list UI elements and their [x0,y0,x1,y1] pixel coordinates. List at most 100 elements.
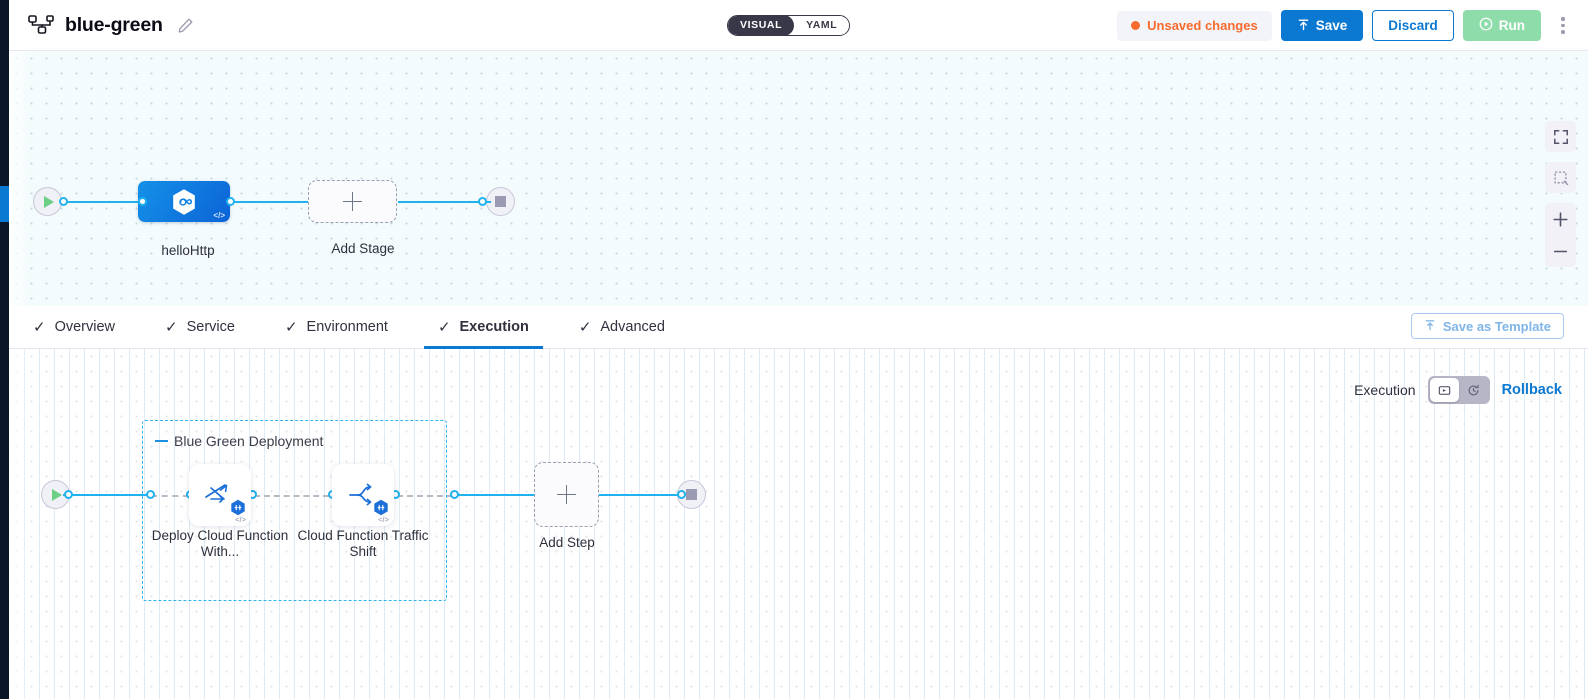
connector-start-to-group [63,494,149,496]
header-actions: Unsaved changes Save Discard [1117,0,1574,51]
play-triangle-icon [52,488,62,501]
collapse-dash-icon[interactable] [155,439,168,443]
step2-code-badge: </> [378,515,389,524]
check-icon: ✓ [284,318,298,336]
step-node-deploy-cloud-function[interactable]: </> [189,464,251,526]
unsaved-changes-label: Unsaved changes [1147,18,1258,33]
execution-canvas[interactable]: Execution Rollback [9,349,1588,699]
save-as-template-button[interactable]: Save as Template [1410,313,1564,339]
zoom-in-icon[interactable] [1545,203,1576,235]
mode-toggle-yaml[interactable]: YAML [794,16,850,35]
header-left-group: blue-green [9,14,194,37]
selection-box-icon[interactable] [1545,162,1576,193]
execution-flow-icon[interactable] [1429,378,1459,402]
connector-step1-to-step2 [195,495,329,497]
left-nav-rail [0,0,9,699]
execution-label: Execution [1354,382,1416,398]
traffic-split-icon [346,480,380,510]
unsaved-dot-icon [1131,21,1141,30]
tab-service[interactable]: ✓ Service [165,306,235,349]
pipeline-nodes-icon [28,14,54,36]
left-nav-rail-active-indicator [0,186,9,222]
execution-rollback-toggle[interactable] [1427,376,1490,404]
connector-start-to-stage [63,201,155,203]
check-icon: ✓ [578,318,592,336]
tab-overview-label: Overview [54,319,116,335]
stage-group-blue-green[interactable]: Blue Green Deployment [142,420,447,601]
upload-arrow-icon [1297,18,1310,34]
kebab-menu-icon[interactable] [1552,9,1574,43]
pipeline-start-node[interactable] [33,187,62,216]
start-output-port[interactable] [59,197,68,206]
step-node-traffic-shift[interactable]: </> [332,464,394,526]
canvas-controls [1545,121,1576,267]
connector-group-to-step1 [151,495,189,497]
stage-group-header: Blue Green Deployment [155,433,323,449]
discard-button-label: Discard [1388,18,1438,33]
execution-end-node[interactable] [677,480,706,509]
check-icon: ✓ [165,318,178,336]
play-triangle-icon [44,195,54,208]
fullscreen-icon[interactable] [1545,121,1576,152]
tab-execution[interactable]: ✓ Execution [423,306,543,349]
stage-output-port[interactable] [226,197,235,206]
kebab-dot [1561,23,1565,28]
execution-start-output-port[interactable] [64,490,73,499]
kebab-dot [1561,17,1565,21]
step-node-label: Cloud Function Traffic Shift [297,528,429,559]
add-step-button[interactable] [534,462,599,527]
add-step-label: Add Step [539,535,595,550]
hexagon-infinity-icon [171,188,197,216]
stop-square-icon [686,489,697,500]
mode-toggle[interactable]: VISUAL YAML [727,15,851,36]
harness-hex-badge [230,499,245,516]
run-button[interactable]: Run [1462,10,1541,41]
pencil-edit-icon[interactable] [177,17,194,34]
save-button-label: Save [1315,18,1348,33]
zoom-controls [1545,203,1576,267]
rollback-clock-icon[interactable] [1459,378,1488,402]
tab-advanced-label: Advanced [600,319,665,335]
group-output-port[interactable] [450,490,459,499]
tab-service-label: Service [186,319,235,335]
page-title: blue-green [65,13,163,36]
stage-node-hellohttp[interactable]: </> [138,181,230,222]
connector-stage-to-add [227,201,333,203]
tab-overview[interactable]: ✓ Overview [33,306,115,349]
kebab-dot [1561,30,1565,34]
discard-button[interactable]: Discard [1372,10,1454,41]
mode-toggle-visual[interactable]: VISUAL [728,16,795,35]
execution-end-input-port[interactable] [677,490,686,499]
tab-advanced[interactable]: ✓ Advanced [579,306,665,349]
play-circle-icon [1479,17,1493,34]
step-node-label: Deploy Cloud Function With... [151,528,289,559]
config-tabs: ✓ Overview ✓ Service ✓ Environment ✓ Exe… [9,306,1588,349]
rollback-link[interactable]: Rollback [1501,382,1562,398]
stage-code-badge: </> [213,211,225,220]
save-button[interactable]: Save [1280,10,1364,41]
save-as-template-label: Save as Template [1442,318,1551,334]
tab-environment-label: Environment [306,319,388,335]
stage-input-port[interactable] [138,197,147,206]
stop-square-icon [495,196,506,207]
deploy-function-icon [203,480,237,510]
add-stage-button[interactable] [308,180,397,223]
connector-add-to-end [398,201,491,203]
stage-node-label: helloHttp [161,243,215,258]
tab-environment[interactable]: ✓ Environment [285,306,388,349]
end-input-port[interactable] [478,197,487,206]
zoom-out-icon[interactable] [1545,235,1576,267]
tab-execution-label: Execution [459,319,529,335]
check-icon: ✓ [437,318,451,336]
connector-add-step-to-end [598,494,682,496]
app-header: blue-green VISUAL YAML Unsaved changes [9,0,1588,51]
add-stage-label: Add Stage [331,241,395,256]
stage-canvas[interactable]: </> helloHttp Add Stage [9,51,1588,306]
stage-group-title: Blue Green Deployment [174,433,324,449]
execution-toolbar: Execution Rollback [1354,376,1562,404]
run-button-label: Run [1498,18,1525,33]
group-input-port[interactable] [146,490,155,499]
check-icon: ✓ [33,318,46,336]
step1-code-badge: </> [235,515,246,524]
